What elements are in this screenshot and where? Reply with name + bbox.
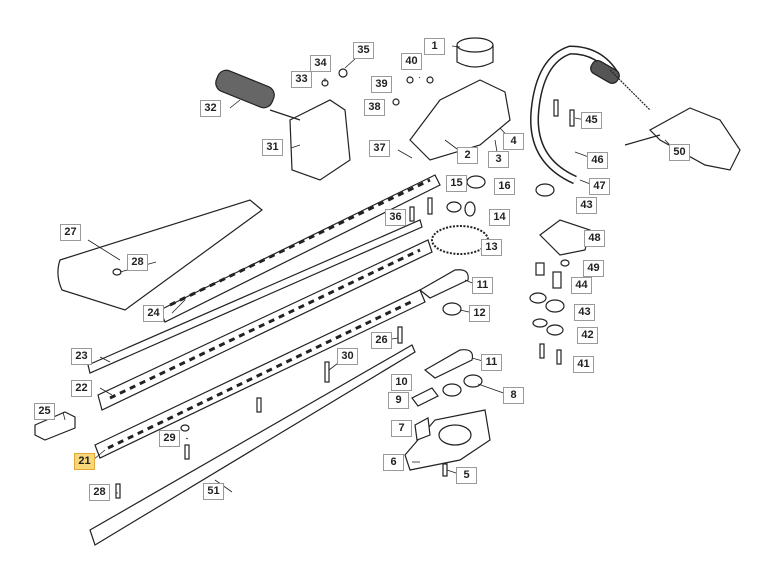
part-callout-45[interactable]: 45: [581, 112, 602, 129]
part-callout-7[interactable]: 7: [391, 420, 412, 437]
part-callout-6[interactable]: 6: [383, 454, 404, 471]
part-callout-11-lower[interactable]: 11: [481, 354, 502, 371]
part-callout-51[interactable]: 51: [203, 483, 224, 500]
part-callout-28-upper[interactable]: 28: [127, 254, 148, 271]
connecting-rod-upper: [418, 269, 469, 299]
part-callout-33[interactable]: 33: [291, 71, 312, 88]
part-callout-27[interactable]: 27: [60, 224, 81, 241]
part-callout-44[interactable]: 44: [571, 277, 592, 294]
part-callout-39[interactable]: 39: [371, 76, 392, 93]
part-callout-31[interactable]: 31: [262, 139, 283, 156]
part-callout-37[interactable]: 37: [369, 140, 390, 157]
part-callout-16[interactable]: 16: [494, 178, 515, 195]
part-callout-46[interactable]: 46: [587, 152, 608, 169]
gear-housing: [409, 79, 511, 161]
part-callout-32[interactable]: 32: [200, 100, 221, 117]
part-callout-9[interactable]: 9: [388, 392, 409, 409]
part-callout-49[interactable]: 49: [583, 260, 604, 277]
circlip: [442, 302, 462, 316]
part-callout-5[interactable]: 5: [456, 467, 477, 484]
part-callout-50[interactable]: 50: [669, 144, 690, 161]
part-callout-15[interactable]: 15: [446, 175, 467, 192]
part-callout-14[interactable]: 14: [489, 209, 510, 226]
part-callout-41[interactable]: 41: [573, 356, 594, 373]
part-callout-23[interactable]: 23: [71, 348, 92, 365]
part-callout-28-lower[interactable]: 28: [89, 484, 110, 501]
part-callout-43-lower[interactable]: 43: [574, 304, 595, 321]
part-callout-26[interactable]: 26: [371, 332, 392, 349]
part-callout-42[interactable]: 42: [577, 327, 598, 344]
part-callout-30[interactable]: 30: [337, 348, 358, 365]
part-callout-48[interactable]: 48: [584, 230, 605, 247]
part-callout-24[interactable]: 24: [143, 305, 164, 322]
handle-housing: [289, 99, 351, 181]
part-callout-29[interactable]: 29: [159, 430, 180, 447]
part-callout-3[interactable]: 3: [488, 151, 509, 168]
part-callout-22[interactable]: 22: [71, 380, 92, 397]
connecting-rod-lower: [423, 349, 474, 379]
fasteners: [112, 68, 575, 499]
part-callout-1[interactable]: 1: [424, 38, 445, 55]
part-callout-36[interactable]: 36: [385, 209, 406, 226]
part-callout-10[interactable]: 10: [391, 374, 412, 391]
part-callout-25[interactable]: 25: [34, 403, 55, 420]
lower-housing: [404, 409, 491, 471]
part-callout-43-upper[interactable]: 43: [576, 197, 597, 214]
blade-cover: [57, 199, 263, 311]
blade-strip: [87, 219, 423, 374]
grip: [215, 69, 275, 109]
part-callout-2[interactable]: 2: [457, 147, 478, 164]
part-callout-47[interactable]: 47: [589, 178, 610, 195]
cup: [456, 37, 494, 53]
part-callout-40[interactable]: 40: [401, 53, 422, 70]
part-callout-4[interactable]: 4: [503, 133, 524, 150]
part-callout-21-selected[interactable]: 21: [74, 453, 95, 470]
gear: [431, 225, 489, 255]
blade-guard-bar: [89, 344, 416, 546]
part-callout-35[interactable]: 35: [353, 42, 374, 59]
part-callout-8[interactable]: 8: [503, 387, 524, 404]
part-callout-11-upper[interactable]: 11: [472, 277, 493, 294]
part-callout-38[interactable]: 38: [364, 99, 385, 116]
rear-handle: [649, 107, 741, 171]
part-callout-34[interactable]: 34: [310, 55, 331, 72]
part-callout-12[interactable]: 12: [469, 305, 490, 322]
part-callout-13[interactable]: 13: [481, 239, 502, 256]
clamp: [539, 219, 591, 256]
